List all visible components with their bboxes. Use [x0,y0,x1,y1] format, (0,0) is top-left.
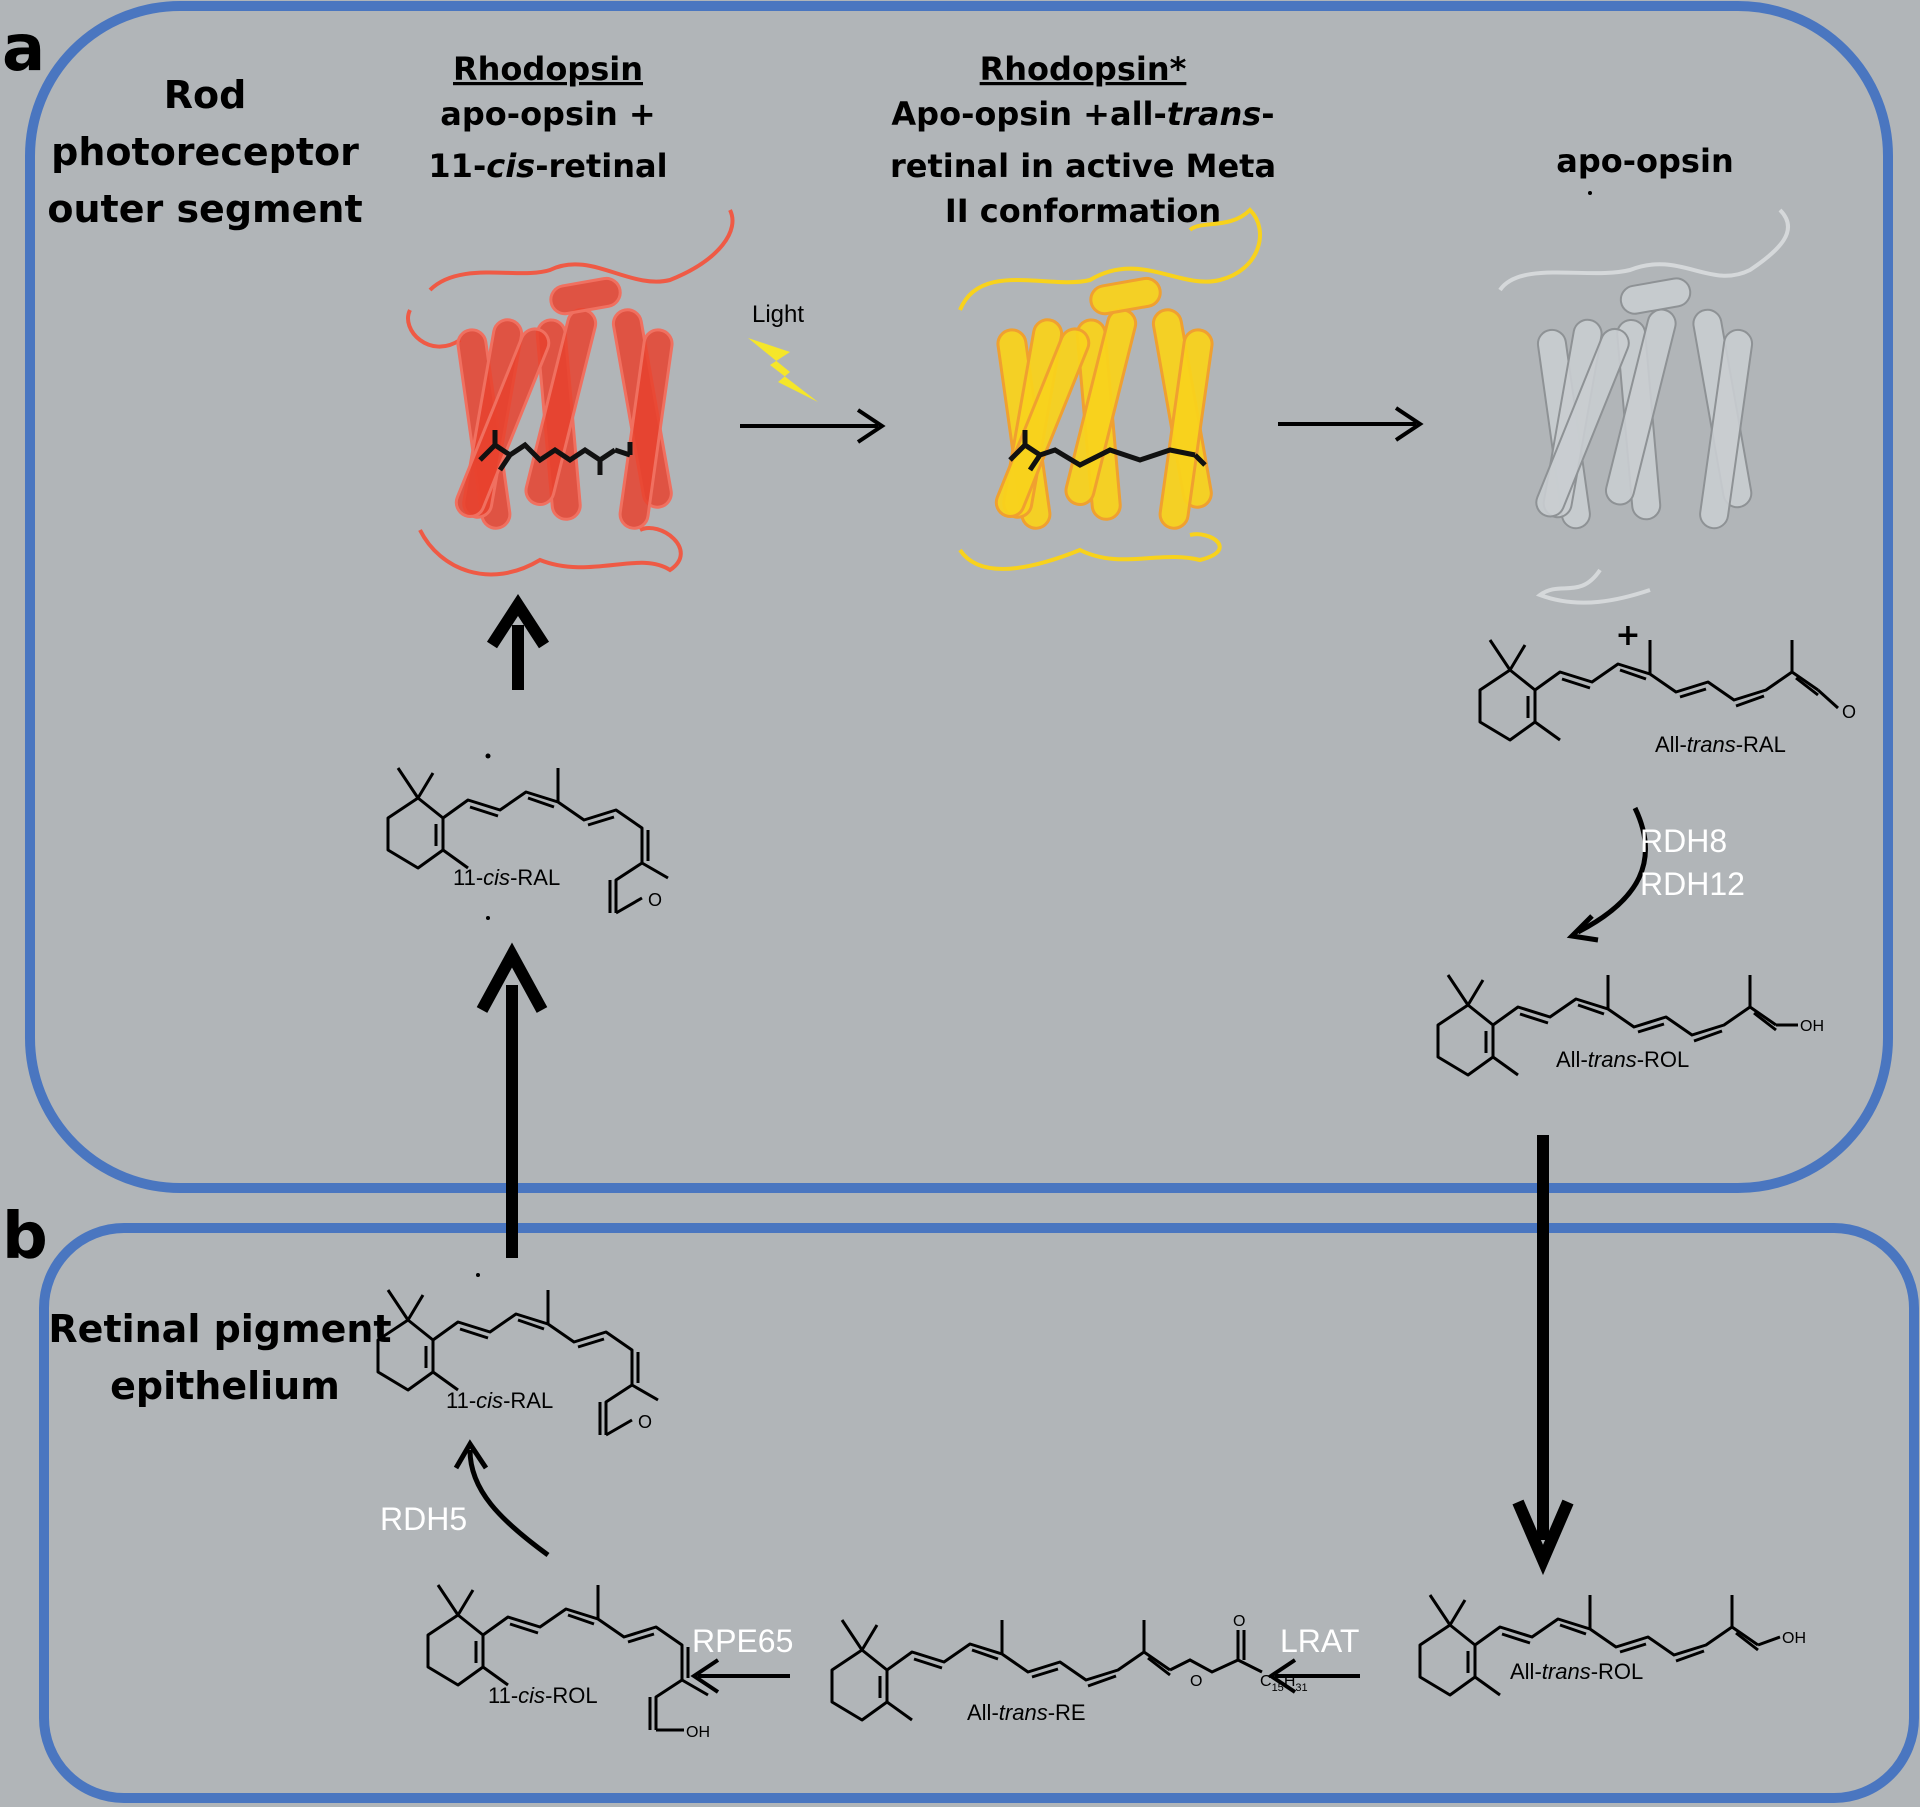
molecule-name: All-trans-RE [967,1700,1086,1725]
dot-marker [476,1273,480,1277]
molecule-name: 11-cis-RAL [446,1388,553,1413]
enzyme-rpe65: RPE65 [692,1623,793,1659]
atom-label: O [638,1412,652,1432]
meta-line3: II conformation [945,192,1221,230]
rhodopsin-title: Rhodopsin [453,50,643,88]
dot-marker [486,916,490,920]
rpe-border [39,1223,1919,1803]
molecule-name: All-trans-ROL [1510,1659,1643,1684]
molecule-11-cis-rol: OH 11-cis-ROL [426,1583,710,1741]
atom-label: O [1842,702,1856,722]
region-label-line: epithelium [110,1364,340,1408]
molecule-name: All-trans-ROL [1556,1047,1689,1072]
molecule-11-cis-ral-a: O 11-cis-RAL [386,766,670,915]
region-label-line: Rod [164,73,247,117]
atom-label: OH [1800,1018,1824,1035]
rhodopsin-line2: 11-cis-retinal [428,147,667,185]
apo-opsin-protein [1498,208,1791,605]
panel-letter-a: a [2,12,45,86]
arrow-rdh8-rdh12 [1566,806,1648,943]
meta-line2: retinal in active Meta [890,147,1276,185]
region-label-line: photoreceptor [51,130,359,174]
arrow-rol-to-rpe [1512,1135,1574,1576]
enzyme-rdh8: RDH8 [1640,823,1727,859]
molecule-name: All-trans-RAL [1655,732,1786,757]
molecule-all-trans-rol-a: OH All-trans-ROL [1436,973,1824,1077]
rhodopsin-protein [406,209,735,577]
plus-sign: + [1615,618,1640,653]
arrow-lrat [1267,1658,1360,1694]
apo-opsin-title: apo-opsin [1556,142,1733,180]
outer-segment-border [25,1,1893,1193]
meta-title: Rhodopsin* [980,50,1187,88]
rhodopsin-label: Rhodopsin apo-opsin + 11-cis-retinal [428,50,667,185]
enzyme-rdh5: RDH5 [380,1501,467,1537]
arrow-rdh5 [453,1439,550,1558]
molecule-name: 11-cis-ROL [488,1683,598,1708]
region-label-line: Retinal pigment [48,1307,391,1351]
outer-segment-label: Rod photoreceptor outer segment [47,73,362,231]
atom-label: O [1190,1673,1202,1690]
rhodopsin-line1: apo-opsin + [440,95,655,133]
arrow-ral-to-rhodopsin [486,593,550,690]
atom-label: O [1233,1613,1245,1630]
arrow-light-activation [740,408,886,444]
acyl-label: C15H31 [1260,1673,1308,1694]
molecule-all-trans-rol-b: OH All-trans-ROL [1418,1593,1806,1697]
meta-line1: Apo-opsin +all-trans- [891,95,1274,133]
arrow-rpe65 [690,1658,790,1694]
molecule-all-trans-re: O O C15H31 All-trans-RE [830,1613,1308,1725]
arrow-rpe-to-outer-segment [476,942,548,1258]
light-label: Light [752,301,804,328]
atom-label: OH [1782,1630,1806,1647]
arrow-meta-to-apo [1278,406,1424,442]
atom-label: O [648,890,662,910]
rpe-label: Retinal pigment epithelium [48,1307,391,1408]
atom-label: OH [686,1724,710,1741]
enzyme-lrat: LRAT [1280,1623,1359,1659]
panel-letter-b: b [2,1200,48,1274]
meta-ii-label: Rhodopsin* Apo-opsin +all-trans- retinal… [890,50,1276,230]
dot-marker [485,753,491,759]
lightning-icon [748,338,818,402]
region-label-line: outer segment [47,187,362,231]
dot-marker [1588,191,1592,195]
meta-ii-protein [958,207,1262,571]
molecule-name: 11-cis-RAL [453,865,560,890]
enzyme-rdh12: RDH12 [1640,866,1745,902]
molecule-11-cis-ral-b: O 11-cis-RAL [376,1288,660,1437]
molecule-all-trans-ral: O All-trans-RAL [1478,638,1856,757]
